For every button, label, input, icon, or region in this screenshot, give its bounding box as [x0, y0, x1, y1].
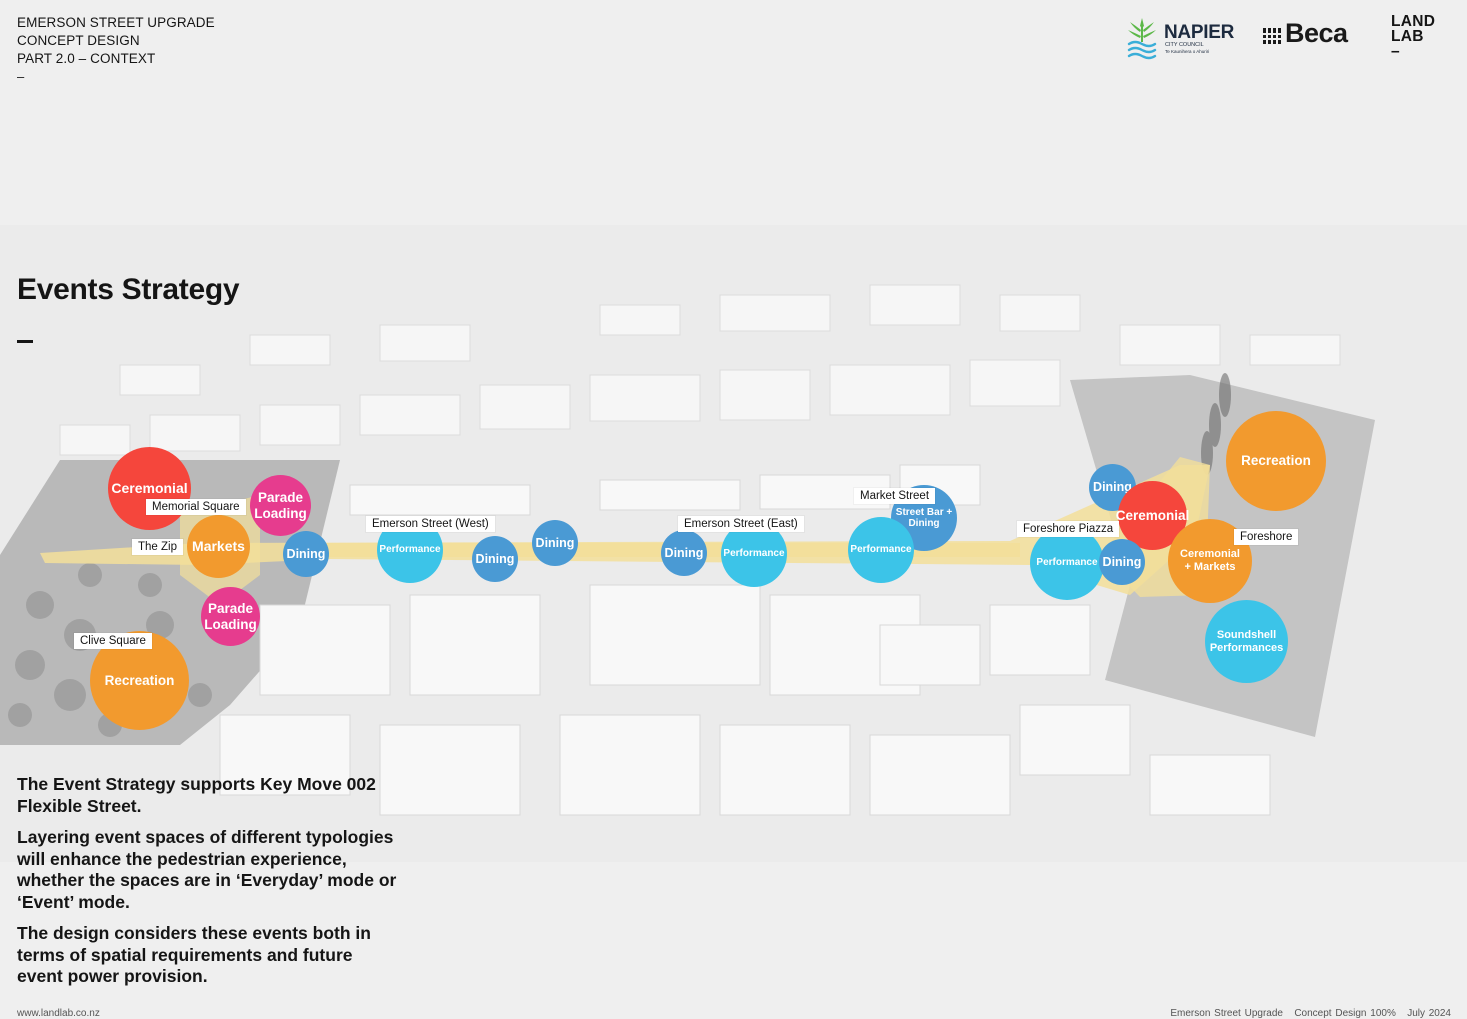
header-project-line: EMERSON STREET UPGRADE: [17, 15, 215, 30]
footer-stage: Concept Design 100%: [1294, 1008, 1396, 1019]
header-stage-line: CONCEPT DESIGN: [17, 33, 140, 48]
performance-bubble-east: Performance: [721, 521, 787, 587]
dining-bubble-east: Dining: [661, 530, 707, 576]
napier-logo: NAPIER CITY COUNCIL Te Kaunihera o Ahuri…: [1126, 16, 1236, 62]
bubble-label: Dining: [286, 546, 326, 561]
footer-project: Emerson Street Upgrade: [1170, 1008, 1283, 1019]
napier-maori-subtitle: Te Kaunihera o Ahuriri: [1165, 49, 1210, 54]
bubble-label: Recreation: [1241, 453, 1311, 469]
beca-wordmark: Beca: [1285, 18, 1348, 48]
place-label-clive-square: Clive Square: [74, 633, 152, 649]
performance-bubble-market: Performance: [848, 517, 914, 583]
place-label-foreshore-piazza: Foreshore Piazza: [1017, 521, 1120, 537]
napier-subtitle: CITY COUNCIL: [1165, 42, 1204, 48]
bubble-label: Performance: [1036, 557, 1098, 569]
copy-paragraph-3: The design considers these events both i…: [17, 923, 371, 986]
header-dash: –: [17, 69, 25, 84]
place-label-market-street: Market Street: [854, 488, 936, 504]
bubble-label-line-2: + Markets: [1184, 561, 1236, 573]
bubble-label: Dining: [475, 551, 515, 566]
footer-project-info: Emerson Street Upgrade Concept Design 10…: [1170, 1008, 1451, 1019]
page-title: Events Strategy: [17, 273, 240, 306]
bubble-label: Dining: [1093, 480, 1132, 495]
copy-paragraph-1: The Event Strategy supports Key Move 002…: [17, 774, 376, 816]
dining-bubble-piazza-north: Dining: [1089, 464, 1136, 511]
bubble-label-line-2: Loading: [254, 505, 307, 521]
place-label-the-zip: The Zip: [132, 539, 183, 555]
landlab-line-2: LAB: [1391, 28, 1424, 45]
bubble-label: Ceremonial: [111, 480, 188, 497]
header-part-line: PART 2.0 – CONTEXT: [17, 51, 156, 66]
performance-bubble-piazza: Performance: [1030, 526, 1104, 600]
bubble-label: Markets: [192, 538, 245, 555]
bubble-label-line-1: Ceremonial: [1180, 548, 1240, 561]
footer-website: www.landlab.co.nz: [17, 1008, 100, 1019]
bubble-label-line-2: Loading: [204, 616, 257, 632]
bubble-label-line-2: Performances: [1209, 641, 1284, 654]
copy-paragraph-2: Layering event spaces of different typol…: [17, 827, 397, 912]
landlab-line-1: LAND: [1391, 13, 1436, 30]
napier-fern-icon: [1127, 18, 1157, 60]
place-label-emerson-east: Emerson Street (East): [678, 516, 804, 532]
napier-wordmark: NAPIER: [1164, 22, 1234, 43]
title-dash: [17, 340, 33, 343]
bubble-label-line-1: Street Bar +: [895, 506, 953, 518]
markets-bubble-zip: Markets: [187, 515, 250, 578]
bubble-label-line-1: Soundshell: [1216, 628, 1277, 641]
beca-mark-icon: [1263, 28, 1281, 44]
bubble-label: Performance: [850, 544, 912, 556]
bubble-label: Recreation: [104, 672, 175, 688]
bubble-label-line-2: Dining: [908, 518, 940, 529]
dining-bubble-west-2: Dining: [532, 520, 578, 566]
dining-bubble-zip: Dining: [283, 531, 329, 577]
landlab-dash: –: [1391, 43, 1400, 60]
ceremonial-bubble-memorial: Ceremonial: [108, 447, 191, 530]
bubble-label: Dining: [664, 545, 704, 560]
body-copy: The Event Strategy supports Key Move 002…: [17, 774, 397, 998]
place-label-memorial-square: Memorial Square: [146, 499, 246, 515]
bubble-label: Dining: [1102, 554, 1142, 569]
footer-date: July 2024: [1407, 1008, 1451, 1019]
place-label-foreshore: Foreshore: [1234, 529, 1299, 545]
bubble-label-line-1: Parade: [207, 600, 254, 616]
document-header: EMERSON STREET UPGRADE CONCEPT DESIGN PA…: [17, 14, 215, 86]
bubble-label: Performance: [723, 548, 785, 560]
recreation-bubble-foreshore: Recreation: [1226, 411, 1326, 511]
beca-logo: Beca: [1263, 18, 1353, 50]
landlab-logo: LAND LAB –: [1391, 13, 1436, 60]
bubble-label-line-1: Parade: [257, 489, 304, 505]
bubble-label: Performance: [379, 544, 441, 556]
bubble-label: Dining: [535, 535, 575, 550]
dining-bubble-west-1: Dining: [472, 536, 518, 582]
bubble-label: Ceremonial: [1115, 507, 1190, 523]
place-label-emerson-west: Emerson Street (West): [366, 516, 495, 532]
dining-bubble-piazza-south: Dining: [1099, 539, 1145, 585]
